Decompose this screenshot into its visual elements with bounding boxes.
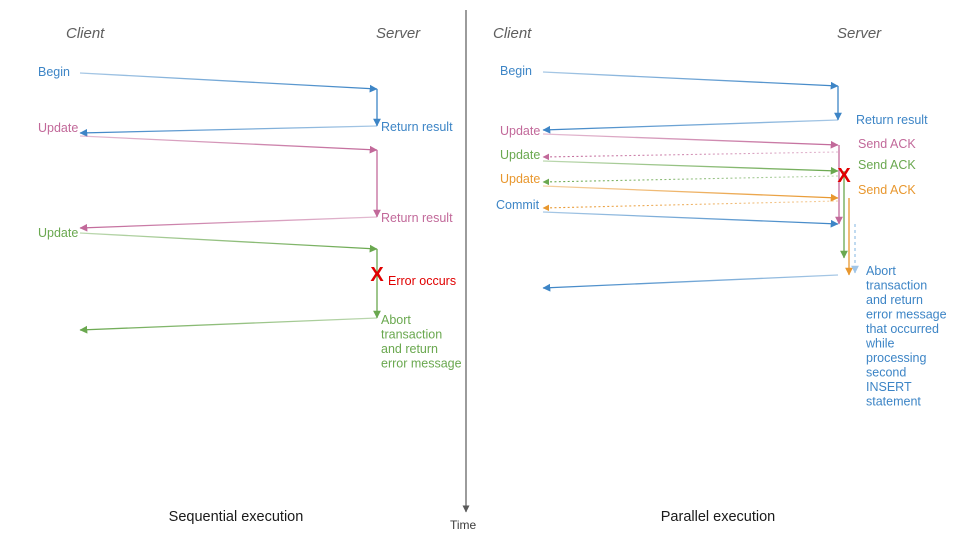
message-label-sequential-update-2: Update (38, 226, 78, 240)
message-label-sequential-update-1: Update (38, 121, 78, 135)
actor-label-sequential-client: Client (66, 25, 105, 42)
message-arrow-parallel-send-ack-3 (542, 200, 839, 212)
actor-label-parallel-client: Client (493, 25, 532, 42)
message-arrow-parallel-commit (542, 211, 839, 228)
panel-caption-parallel: Parallel execution (661, 509, 775, 525)
message-label-sequential-begin: Begin (38, 65, 70, 79)
time-axis-label: Time (450, 518, 477, 532)
message-label-parallel-update-2: Update (500, 148, 540, 162)
message-label-parallel-return-result: Return result (856, 113, 928, 127)
message-arrow-parallel-abort-return (542, 274, 839, 292)
message-label-parallel-commit: Commit (496, 198, 540, 212)
message-label-parallel-begin: Begin (500, 64, 532, 78)
panel-caption-sequential: Sequential execution (169, 509, 304, 525)
message-arrow-parallel-send-ack-1 (542, 151, 839, 161)
message-label-sequential-return-result-2: Return result (381, 211, 453, 225)
message-arrow-sequential-abort-return (79, 317, 378, 334)
actor-label-parallel-server: Server (837, 25, 882, 42)
message-arrow-parallel-update-1 (542, 133, 839, 149)
message-label-parallel-send-ack-2: Send ACK (858, 158, 916, 172)
message-label-sequential-return-result-1: Return result (381, 120, 453, 134)
message-arrow-parallel-begin (542, 71, 839, 90)
error-x-icon-sequential: X (370, 264, 384, 286)
message-arrow-parallel-return-result (542, 119, 839, 134)
time-axis-group: Time (450, 10, 477, 532)
message-arrow-parallel-update-3 (542, 185, 839, 202)
message-arrow-sequential-update-2 (79, 232, 378, 253)
message-label-parallel-send-ack-3: Send ACK (858, 183, 916, 197)
message-arrow-sequential-return-result-2 (79, 216, 378, 232)
message-label-parallel-update-3: Update (500, 172, 540, 186)
message-arrow-sequential-begin (79, 72, 378, 93)
message-arrow-sequential-return-result-1 (79, 125, 378, 137)
error-label-sequential: Error occurs (388, 274, 456, 288)
message-arrow-parallel-send-ack-2 (542, 175, 839, 186)
message-arrow-sequential-update-1 (79, 135, 378, 154)
error-x-icon-parallel: X (837, 165, 851, 187)
actor-label-sequential-server: Server (376, 25, 421, 42)
message-arrow-parallel-update-2 (542, 160, 839, 175)
message-label-parallel-update-1: Update (500, 124, 540, 138)
message-label-parallel-send-ack-1: Send ACK (858, 137, 916, 151)
